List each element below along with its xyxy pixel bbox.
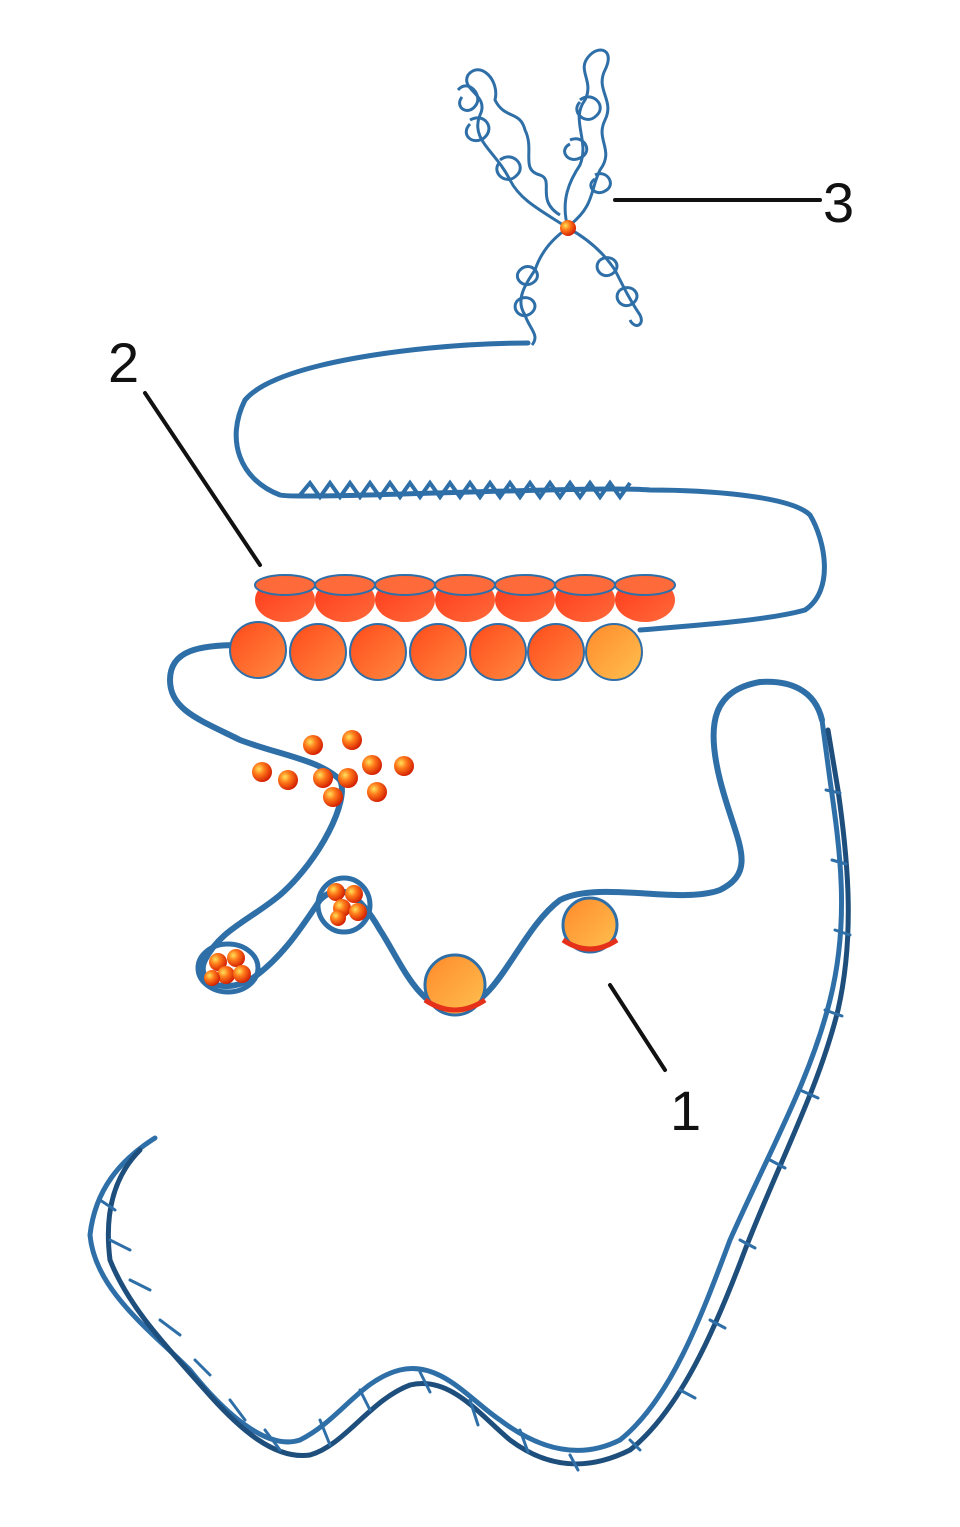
label-solenoid-fiber: 2 — [108, 331, 139, 394]
histone-bead-icon — [313, 768, 333, 788]
nucleosome-right — [561, 896, 619, 954]
nucleosome-disk-icon — [314, 574, 376, 622]
nucleosome-disk-icon — [585, 623, 643, 681]
dna-strand — [166, 642, 825, 1014]
solenoid-top-row — [254, 574, 676, 622]
histone-bead-icon — [362, 755, 382, 775]
octamer-loop-right — [315, 875, 373, 935]
nucleosome-disk-icon — [374, 574, 436, 622]
dna-fiber-loop — [233, 340, 827, 633]
chromosome-x-icon — [456, 48, 643, 346]
nucleosome-disk-icon — [614, 574, 676, 622]
nucleosome-disk-icon — [434, 574, 496, 622]
double-helix-icon — [87, 717, 852, 1472]
histone-bead-cluster — [252, 730, 414, 807]
histone-bead-icon — [367, 782, 387, 802]
histone-bead-icon — [323, 787, 343, 807]
nucleosome-disk-icon — [469, 623, 527, 681]
coiled-fiber — [298, 479, 632, 501]
nucleosome-disk-icon — [289, 623, 347, 681]
histone-bead-icon — [342, 730, 362, 750]
histone-bead-icon — [278, 770, 298, 790]
leader-line-2 — [143, 391, 262, 567]
nucleosome-disk-icon — [254, 574, 316, 622]
nucleosome-disk-icon — [409, 623, 467, 681]
histone-bead-icon — [252, 762, 272, 782]
histone-bead-icon — [338, 768, 358, 788]
nucleosome-bottom — [423, 953, 487, 1017]
histone-bead-icon — [303, 735, 323, 755]
label-nucleosome: 1 — [670, 1079, 701, 1142]
octamer-loop-left — [195, 941, 261, 995]
nucleosome-disk-icon — [229, 621, 287, 679]
label-chromosome: 3 — [823, 171, 854, 234]
nucleosome-disk-icon — [494, 574, 556, 622]
leader-line-1 — [608, 983, 667, 1072]
histone-bead-icon — [394, 756, 414, 776]
nucleosome-disk-icon — [554, 574, 616, 622]
nucleosome-disk-icon — [527, 623, 585, 681]
solenoid-bottom-row — [229, 621, 643, 681]
centromere-icon — [560, 220, 576, 236]
nucleosome-disk-icon — [349, 623, 407, 681]
